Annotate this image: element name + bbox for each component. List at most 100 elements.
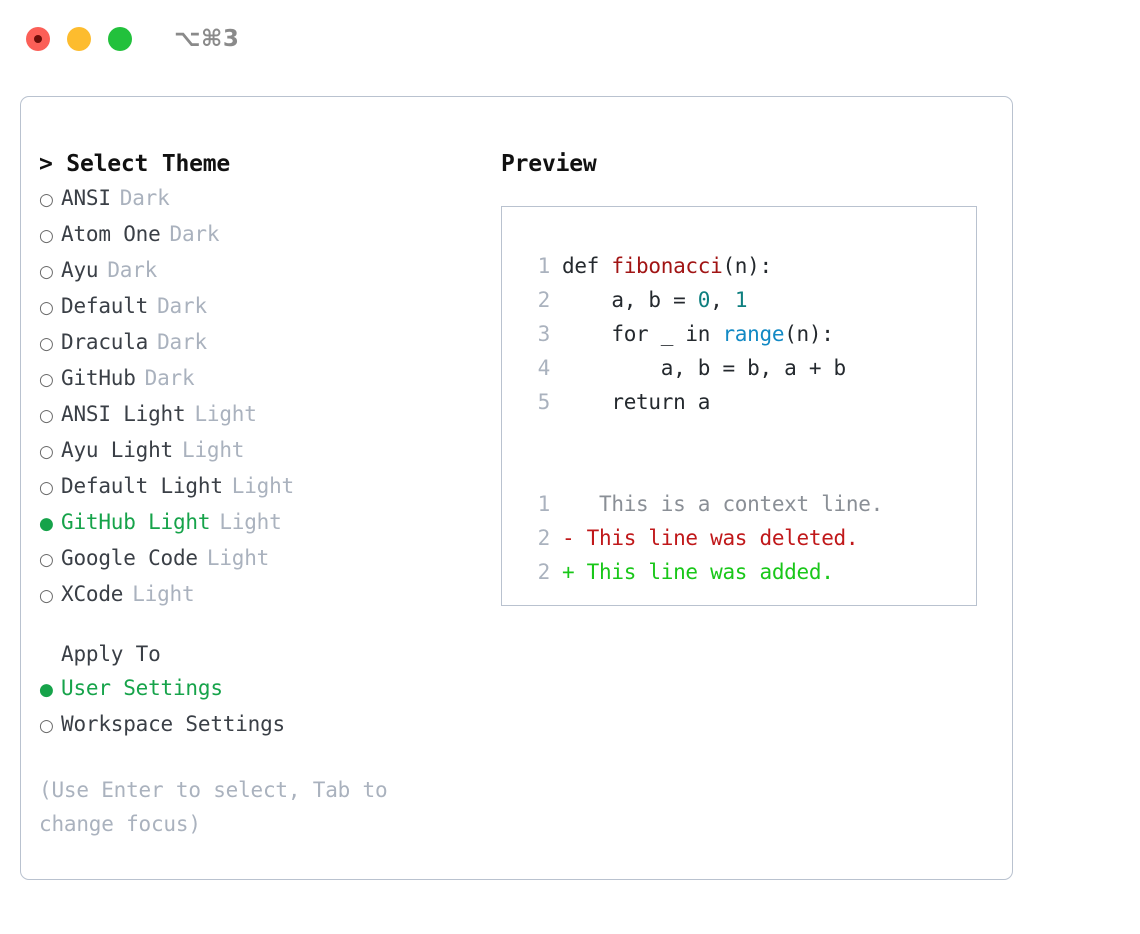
code-token: return a — [562, 390, 711, 414]
main-panel: > Select Theme ○ ANSI Dark ○ Atom One Da… — [20, 96, 1013, 880]
theme-label: Dracula — [61, 330, 149, 354]
theme-label: ANSI — [61, 186, 111, 210]
theme-label: GitHub — [61, 366, 136, 390]
radio-icon: ○ — [39, 550, 54, 570]
code-content: a, b = 0, 1 — [562, 283, 747, 317]
theme-option-ayu[interactable]: ○ Ayu Dark — [39, 253, 489, 289]
preview-column: Preview 1 def fibonacci(n): 2 a, b = 0, … — [501, 147, 1001, 606]
diff-line-context: 1 This is a context line. — [520, 487, 976, 521]
line-number: 1 — [537, 492, 551, 516]
theme-label: Default Light — [61, 474, 223, 498]
theme-option-xcode[interactable]: ○ XCode Light — [39, 577, 489, 613]
diff-marker: + — [562, 560, 575, 584]
theme-label: GitHub Light — [61, 510, 211, 534]
line-number: 4 — [537, 356, 551, 380]
code-token: a, b = — [562, 288, 698, 312]
theme-variant: Light — [206, 546, 270, 570]
theme-label: ANSI Light — [61, 402, 186, 426]
code-token: 0 — [697, 288, 711, 312]
code-content: a, b = b, a + b — [562, 351, 846, 385]
code-token: (n): — [722, 254, 772, 278]
theme-variant: Dark — [157, 294, 207, 318]
theme-label: Ayu Light — [61, 438, 173, 462]
diff-line-added: 2 + This line was added. — [520, 555, 976, 589]
theme-variant: Dark — [107, 258, 158, 282]
title-bar: ⌥⌘3 — [0, 0, 1140, 78]
line-number: 5 — [537, 390, 551, 414]
select-theme-heading: > Select Theme — [39, 151, 231, 177]
theme-label: Default — [61, 294, 149, 318]
theme-variant: Dark — [119, 186, 170, 210]
code-line: 5 return a — [520, 385, 976, 419]
radio-icon: ○ — [39, 442, 54, 462]
theme-variant: Dark — [169, 222, 220, 246]
theme-label: Google Code — [61, 546, 198, 570]
theme-variant: Light — [231, 474, 294, 498]
code-token: for _ in — [562, 322, 723, 346]
radio-icon-selected: ● — [39, 514, 54, 534]
keyboard-shortcut-label: ⌥⌘3 — [174, 26, 240, 52]
diff-text: This line was deleted. — [574, 526, 859, 550]
line-number: 2 — [537, 288, 551, 312]
diff-text: This line was added. — [574, 560, 834, 584]
code-token: , — [710, 288, 735, 312]
close-button[interactable] — [26, 27, 50, 51]
radio-icon-selected: ● — [39, 680, 54, 700]
apply-to-workspace-settings[interactable]: ○ Workspace Settings — [39, 707, 489, 743]
theme-option-ansi-light[interactable]: ○ ANSI Light Light — [39, 397, 489, 433]
theme-variant: Light — [219, 510, 282, 534]
theme-variant: Light — [132, 582, 195, 606]
line-number: 3 — [537, 322, 551, 346]
radio-icon: ○ — [39, 298, 54, 318]
radio-icon: ○ — [39, 334, 54, 354]
window-controls — [26, 27, 132, 51]
theme-option-dracula[interactable]: ○ Dracula Dark — [39, 325, 489, 361]
radio-icon: ○ — [39, 716, 54, 736]
code-content: for _ in range(n): — [562, 317, 834, 351]
diff-marker: - — [562, 526, 575, 550]
theme-picker-column: > Select Theme ○ ANSI Dark ○ Atom One Da… — [39, 147, 489, 841]
radio-icon: ○ — [39, 406, 54, 426]
code-token: (n): — [784, 322, 834, 346]
apply-to-label: Workspace Settings — [61, 712, 285, 736]
theme-label: Atom One — [61, 222, 161, 246]
apply-to-label: User Settings — [61, 676, 223, 700]
code-token: fibonacci — [611, 254, 723, 278]
code-line: 4 a, b = b, a + b — [520, 351, 976, 385]
code-token: def — [562, 254, 612, 278]
preview-box: 1 def fibonacci(n): 2 a, b = 0, 1 3 for … — [501, 206, 977, 606]
code-content: def fibonacci(n): — [562, 249, 772, 283]
keyboard-hint-text: (Use Enter to select, Tab to change focu… — [39, 778, 388, 836]
theme-option-ayu-light[interactable]: ○ Ayu Light Light — [39, 433, 489, 469]
recording-dot-icon — [34, 35, 42, 43]
radio-icon: ○ — [39, 190, 54, 210]
code-line: 2 a, b = 0, 1 — [520, 283, 976, 317]
code-content: return a — [562, 385, 710, 419]
diff-text: This is a context line. — [574, 492, 883, 516]
theme-option-google-code[interactable]: ○ Google Code Light — [39, 541, 489, 577]
theme-option-atom-one[interactable]: ○ Atom One Dark — [39, 217, 489, 253]
apply-to-user-settings[interactable]: ● User Settings — [39, 671, 489, 707]
radio-icon: ○ — [39, 262, 54, 282]
diff-line-deleted: 2 - This line was deleted. — [520, 521, 976, 555]
line-number: 2 — [537, 560, 551, 584]
theme-option-default-light[interactable]: ○ Default Light Light — [39, 469, 489, 505]
theme-option-github-light[interactable]: ● GitHub Light Light — [39, 505, 489, 541]
code-line: 3 for _ in range(n): — [520, 317, 976, 351]
code-token: 1 — [734, 288, 748, 312]
theme-label: Ayu — [61, 258, 99, 282]
theme-variant: Dark — [144, 366, 195, 390]
radio-icon: ○ — [39, 478, 54, 498]
code-line: 1 def fibonacci(n): — [520, 249, 976, 283]
theme-option-ansi[interactable]: ○ ANSI Dark — [39, 181, 489, 217]
radio-icon: ○ — [39, 226, 54, 246]
zoom-button[interactable] — [108, 27, 132, 51]
apply-to-heading: Apply To — [61, 642, 161, 666]
minimize-button[interactable] — [67, 27, 91, 51]
theme-option-default[interactable]: ○ Default Dark — [39, 289, 489, 325]
theme-label: XCode — [61, 582, 124, 606]
code-blank-line — [520, 419, 976, 453]
theme-option-github[interactable]: ○ GitHub Dark — [39, 361, 489, 397]
code-token: range — [722, 322, 785, 346]
